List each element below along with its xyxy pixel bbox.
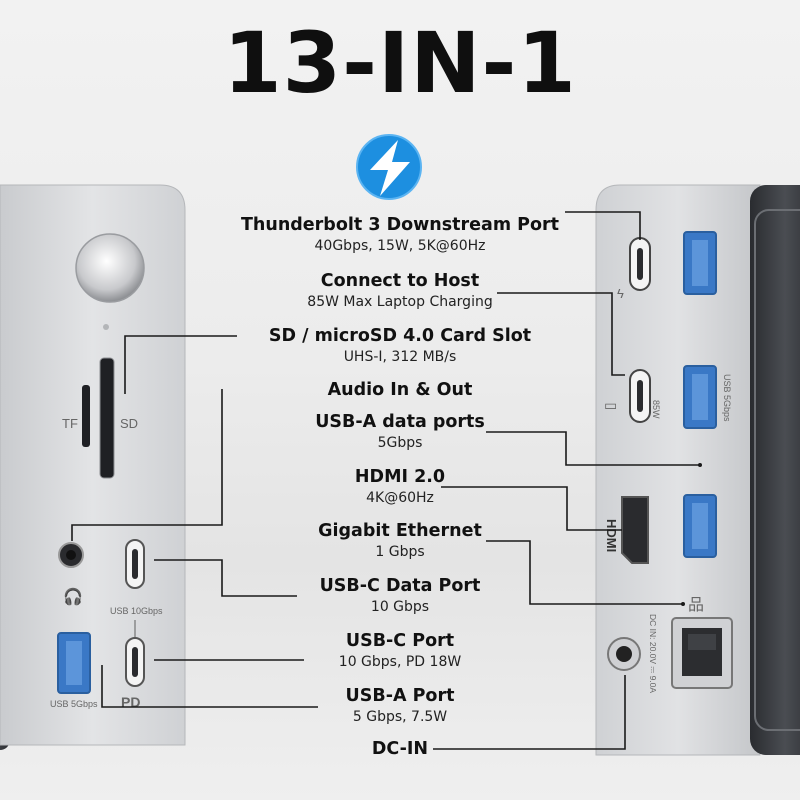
feature-thunderbolt: Thunderbolt 3 Downstream Port 40Gbps, 15… xyxy=(230,214,570,256)
feature-subtitle: 10 Gbps, PD 18W xyxy=(338,654,462,670)
feature-title: Connect to Host xyxy=(320,271,480,291)
callout-dots xyxy=(681,463,702,606)
feature-title: Thunderbolt 3 Downstream Port xyxy=(240,215,560,235)
feature-title: HDMI 2.0 xyxy=(354,467,446,487)
feature-usb-c-data: USB-C Data Port 10 Gbps xyxy=(230,575,570,617)
left-hub-device: TF SD 🎧 USB 10Gbps PD USB 5Gbps xyxy=(0,184,186,750)
thunderbolt-icon xyxy=(356,134,422,200)
usb-speed-label-right: USB 5Gbps xyxy=(722,374,732,422)
tf-label: TF xyxy=(62,416,78,431)
feature-title: USB-A data ports xyxy=(315,412,485,432)
callout-lines xyxy=(71,211,700,750)
usb-c-speed-label: USB 10Gbps xyxy=(110,606,163,616)
feature-subtitle: 1 Gbps xyxy=(375,544,425,560)
hdmi-port xyxy=(621,496,649,564)
hdmi-logo: HDMI xyxy=(604,519,619,552)
feature-title: DC-IN xyxy=(371,739,429,759)
feature-usb-a-port: USB-A Port 5 Gbps, 7.5W xyxy=(230,685,570,727)
feature-subtitle: 5 Gbps, 7.5W xyxy=(352,709,448,725)
feature-connect-host: Connect to Host 85W Max Laptop Charging xyxy=(230,270,570,312)
tf-slot xyxy=(82,385,90,447)
page-title: 13-IN-1 xyxy=(223,14,577,112)
usb-a-speed-label-left: USB 5Gbps xyxy=(50,699,98,709)
feature-title: USB-C Port xyxy=(345,631,455,651)
feature-usb-c-pd: USB-C Port 10 Gbps, PD 18W xyxy=(230,630,570,672)
feature-hdmi: HDMI 2.0 4K@60Hz xyxy=(230,466,570,508)
feature-sd-card: SD / microSD 4.0 Card Slot UHS-I, 312 MB… xyxy=(230,325,570,367)
feature-subtitle: 10 Gbps xyxy=(370,599,430,615)
pd-label: PD xyxy=(121,694,140,710)
feature-subtitle: 5Gbps xyxy=(377,435,423,451)
feature-subtitle: 85W Max Laptop Charging xyxy=(307,294,493,310)
sd-slot xyxy=(99,357,115,479)
feature-title: SD / microSD 4.0 Card Slot xyxy=(268,326,532,346)
feature-usb-a-data: USB-A data ports 5Gbps xyxy=(230,411,570,453)
feature-title: Audio In & Out xyxy=(327,380,473,400)
thunderbolt-small-icon: ϟ xyxy=(617,286,624,301)
feature-title: USB-C Data Port xyxy=(319,576,481,596)
power-button xyxy=(75,233,145,303)
status-led xyxy=(103,324,109,330)
right-hub-device: ϟ ▭ 85W USB 5Gbps HDMI 品 DC IN: 20.0V ⎓ … xyxy=(595,184,800,756)
feature-title: USB-A Port xyxy=(345,686,455,706)
ethernet-icon: 品 xyxy=(688,597,704,614)
feature-dc-in: DC-IN xyxy=(230,738,570,760)
feature-subtitle: 4K@60Hz xyxy=(366,490,434,506)
feature-subtitle: UHS-I, 312 MB/s xyxy=(343,349,457,365)
watt-label: 85W xyxy=(651,400,661,419)
feature-subtitle: 40Gbps, 15W, 5K@60Hz xyxy=(314,238,486,254)
dc-in-spec-label: DC IN: 20.0V ⎓ 9.0A xyxy=(648,614,658,693)
feature-title: Gigabit Ethernet xyxy=(318,521,482,541)
sd-label: SD xyxy=(120,416,138,431)
headphone-icon: 🎧 xyxy=(63,587,83,606)
laptop-charge-icon: ▭ xyxy=(604,397,617,413)
feature-ethernet: Gigabit Ethernet 1 Gbps xyxy=(230,520,570,562)
feature-audio: Audio In & Out xyxy=(230,379,570,401)
